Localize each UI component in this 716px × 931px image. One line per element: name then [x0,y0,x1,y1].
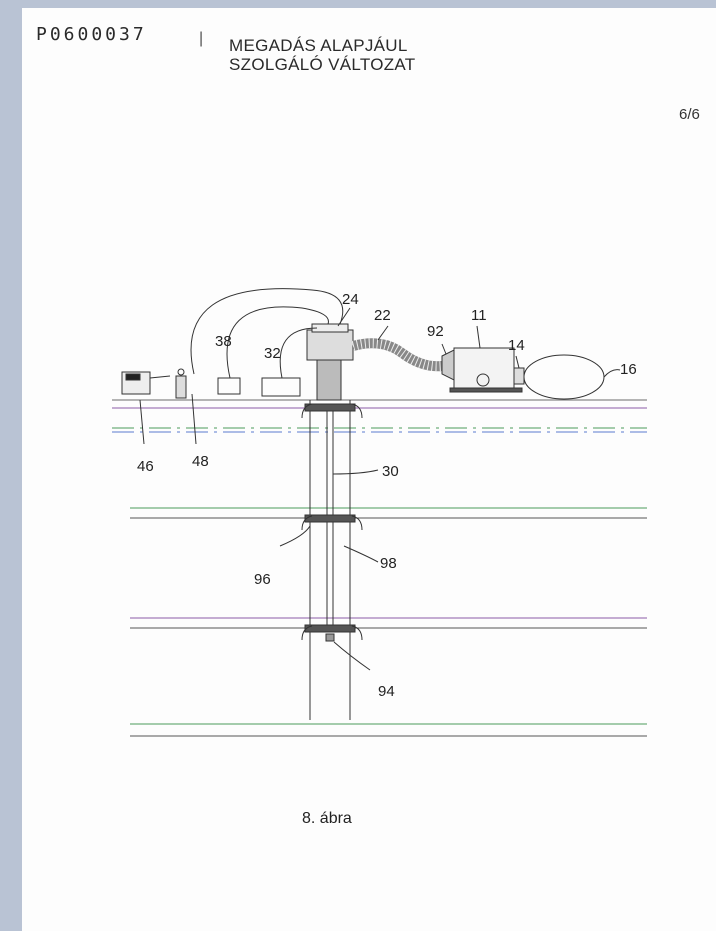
figure-caption: 8. ábra [302,810,352,827]
label-46: 46 [137,458,154,475]
header-line-1: MEGADÁS ALAPJÁUL [229,36,408,55]
unit-base [449,387,523,393]
compressor-tank [125,373,141,381]
patent-figure: 24 22 11 92 14 16 38 32 46 48 30 96 98 9… [112,288,647,737]
label-14: 14 [508,337,525,354]
arrow-bot-right [351,625,363,641]
label-16: 16 [620,361,637,378]
label-38: 38 [215,333,232,350]
arrow-mid-left [301,515,313,531]
label-96: 96 [254,571,271,588]
fan-wheel [476,373,490,387]
suction-head-top [311,323,349,333]
label-92: 92 [427,323,444,340]
document-page: P0600037 | MEGADÁS ALAPJÁUL SZOLGÁLÓ VÁL… [22,8,716,931]
packer-bottom [304,624,356,633]
suction-head [306,329,354,361]
hose-ribs [351,338,443,372]
cable-upper [190,288,344,375]
packer-middle [304,514,356,523]
monitor-38 [217,377,241,395]
unit-11 [453,347,515,389]
page-number: 6/6 [679,106,700,123]
collector-bag-16 [523,354,605,400]
label-22: 22 [374,307,391,324]
controller-32 [261,377,301,397]
packer-top [304,403,356,412]
label-32: 32 [264,345,281,362]
cone-92 [441,349,455,381]
arrow-mid-right [351,515,363,531]
label-48: 48 [192,453,209,470]
arrow-bot-left [301,625,313,641]
header-line-2: SZOLGÁLÓ VÁLTOZAT [229,55,416,74]
document-id: P0600037 [36,24,147,45]
wellhead-column [316,359,342,401]
label-98: 98 [380,555,397,572]
arrow-top-right [351,403,363,419]
label-11: 11 [471,307,487,324]
cable-mid [226,306,329,379]
cylinder-48 [175,375,187,399]
arrow-top-left [301,403,313,419]
outlet-14 [513,367,525,385]
label-30: 30 [382,463,399,480]
cable-low [279,327,318,379]
label-94: 94 [378,683,395,700]
label-24: 24 [342,291,359,308]
bracket-mark: | [199,30,204,47]
bottom-device [325,633,335,642]
